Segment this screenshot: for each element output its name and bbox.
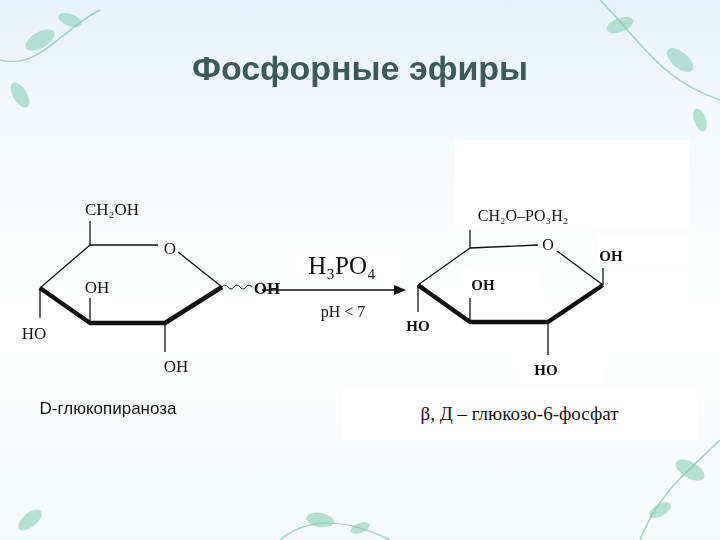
right-molecule (418, 230, 603, 355)
condition-label: pH < 7 (321, 304, 366, 320)
hydroxyl-group: OH (471, 278, 494, 293)
reagent-formula: H₃PO₄ (308, 253, 375, 278)
hydroxyl-group: OH (599, 249, 622, 264)
compound-name: D-глюкопираноза (39, 400, 176, 417)
white-patch (296, 140, 689, 383)
hydroxyl-group: HO (534, 363, 557, 378)
reaction-arrow (262, 285, 406, 295)
hydroxyl-group: HO (22, 325, 47, 342)
hydroxyl-group: OH (85, 279, 110, 296)
ring-oxygen: O (164, 240, 176, 257)
leaf-decoration (7, 10, 710, 536)
group-formula: CH₂OH (85, 201, 139, 218)
ring-oxygen: O (542, 237, 554, 253)
hydroxyl-group: OH (254, 280, 280, 297)
hydroxyl-group: OH (164, 358, 189, 375)
caption-box: β, Д – глюкозо-6-фосфат (342, 388, 697, 440)
left-molecule (40, 221, 252, 352)
hydroxyl-group: HO (406, 319, 429, 334)
group-formula: CH₂O–PO₃H₂ (478, 208, 569, 224)
slide-title: Фосфорные эфиры (192, 49, 528, 88)
caption-text: β, Д – глюкозо-6-фосфат (421, 403, 619, 425)
